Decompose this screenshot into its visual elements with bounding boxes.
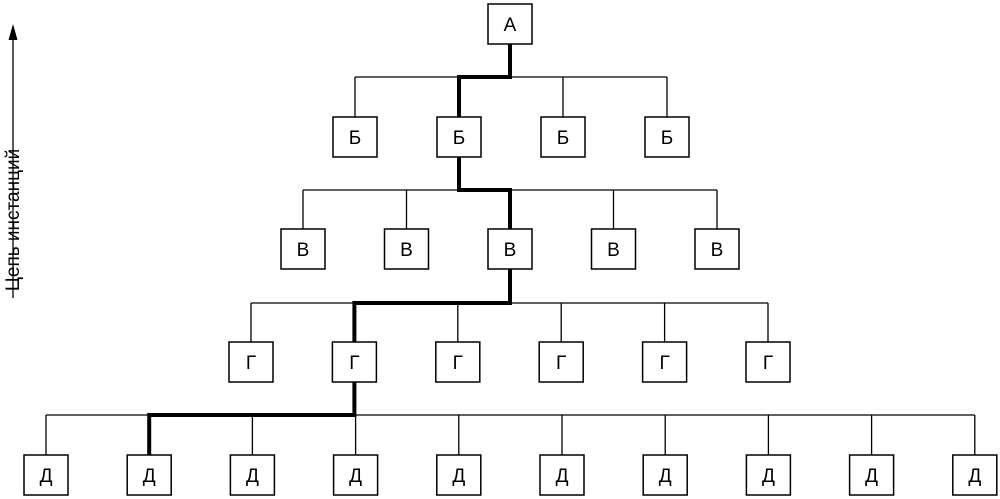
node-label: Г: [659, 353, 669, 374]
node-label: Д: [865, 466, 878, 487]
node-label: Д: [452, 466, 465, 487]
node-level-2: Б: [436, 116, 482, 158]
node-box: [331, 341, 378, 383]
node-box: [642, 454, 688, 496]
axis-arrowhead-icon: [8, 24, 18, 40]
node-label: Д: [968, 466, 981, 487]
node-box: [745, 341, 791, 383]
node-level-3: В: [487, 228, 533, 270]
node-label: Г: [453, 353, 463, 374]
node-box: [538, 341, 584, 383]
node-label: Б: [453, 128, 465, 149]
node-level-3: В: [280, 228, 326, 270]
node-box: [332, 116, 378, 158]
node-level-4: Г: [331, 341, 378, 383]
node-label: В: [607, 240, 620, 261]
node-label: А: [504, 15, 517, 36]
chain-axis: Цепь инстанций: [3, 24, 24, 298]
node-label: Д: [762, 466, 775, 487]
node-level-4: Г: [435, 341, 481, 383]
nodes: А Б Б Б Б В В В В В Г Г Г Г Г Г Д Д Д Д Д Д Д Д Д Д: [23, 3, 998, 496]
node-label: Д: [659, 466, 672, 487]
node-level-5: Д: [952, 454, 998, 496]
node-label: Д: [556, 466, 569, 487]
node-label: В: [711, 240, 724, 261]
node-label: Г: [763, 353, 773, 374]
node-level-5: Д: [848, 454, 895, 496]
node-box: [436, 454, 482, 496]
node-level-1: А: [487, 3, 533, 45]
node-level-5: Д: [642, 454, 688, 496]
node-label: Б: [557, 128, 569, 149]
node-box: [644, 116, 690, 158]
node-box: [641, 341, 688, 383]
node-label: Д: [349, 466, 362, 487]
node-level-5: Д: [539, 454, 585, 496]
node-box: [540, 116, 586, 158]
node-level-2: Б: [644, 116, 690, 158]
node-box: [228, 341, 274, 383]
node-label: В: [297, 240, 310, 261]
node-box: [694, 228, 740, 270]
node-box: [383, 228, 430, 270]
node-label: Г: [246, 353, 256, 374]
node-box: [436, 116, 482, 158]
node-box: [435, 341, 481, 383]
node-label: Г: [556, 353, 566, 374]
node-box: [332, 454, 379, 496]
node-level-2: Б: [332, 116, 378, 158]
node-label: Д: [143, 466, 156, 487]
node-level-3: В: [383, 228, 430, 270]
node-label: В: [400, 240, 413, 261]
node-box: [848, 454, 895, 496]
node-level-4: Г: [641, 341, 688, 383]
node-level-5: Д: [229, 454, 276, 496]
node-box: [487, 228, 533, 270]
node-label: Б: [661, 128, 673, 149]
node-box: [280, 228, 326, 270]
chain-path: [147, 42, 512, 457]
node-box: [23, 454, 69, 496]
node-label: Д: [246, 466, 259, 487]
node-box: [229, 454, 276, 496]
node-box: [539, 454, 585, 496]
node-label: Д: [40, 466, 53, 487]
axis-label: Цепь инстанций: [3, 149, 24, 291]
node-label: В: [504, 240, 517, 261]
node-box: [745, 454, 792, 496]
node-level-2: Б: [540, 116, 586, 158]
node-level-5: Д: [436, 454, 482, 496]
node-level-5: Д: [126, 454, 172, 496]
node-level-4: Г: [745, 341, 791, 383]
node-box: [487, 3, 533, 45]
highlighted-chain: [147, 42, 512, 457]
node-box: [126, 454, 172, 496]
node-box: [590, 228, 637, 270]
node-level-5: Д: [23, 454, 69, 496]
node-label: Г: [349, 353, 359, 374]
node-level-3: В: [590, 228, 637, 270]
node-box: [952, 454, 998, 496]
node-level-4: Г: [228, 341, 274, 383]
node-level-5: Д: [332, 454, 379, 496]
node-level-4: Г: [538, 341, 584, 383]
node-label: Б: [349, 128, 361, 149]
node-level-3: В: [694, 228, 740, 270]
node-level-5: Д: [745, 454, 792, 496]
